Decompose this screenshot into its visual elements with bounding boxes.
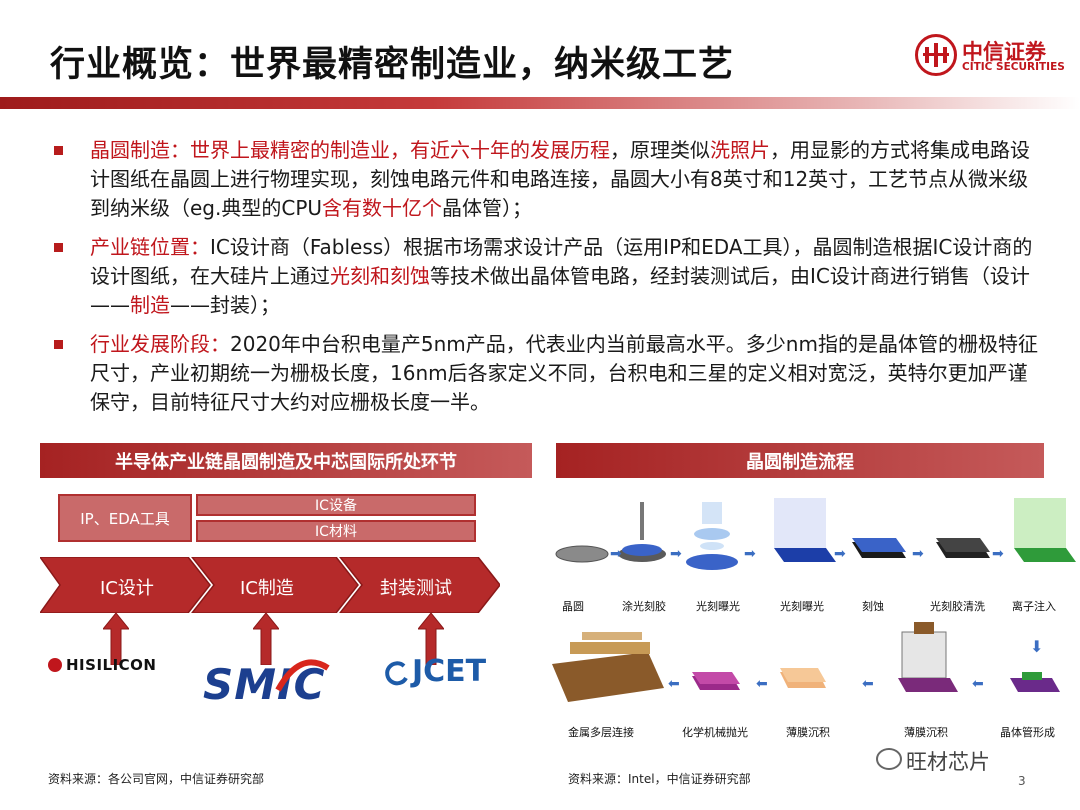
bullet-text: 制造 xyxy=(130,293,170,317)
chain-step-design: IC设计 xyxy=(100,578,154,599)
bullet-text: 2020年中台积电量产5nm产品，代表业内当前最高水平。多少nm指的是晶体管的栅… xyxy=(90,332,1038,414)
title-band xyxy=(0,97,1080,109)
step-label-ion-implant: 离子注入 xyxy=(1012,600,1056,613)
svg-text:⬇: ⬇ xyxy=(1030,637,1043,656)
svg-text:⬅: ⬅ xyxy=(756,676,768,692)
left-section-title: 半导体产业链晶圆制造及中芯国际所处环节 xyxy=(40,443,532,478)
bullet-text: 晶圆制造：世界上最精密的制造业，有近六十年的发展历程 xyxy=(90,138,610,162)
svg-text:⬅: ⬅ xyxy=(972,676,984,692)
bullet-text: 等技术做出晶体管电路，经封装测试后，由IC设计商进行销售（设计—— xyxy=(90,264,1030,317)
logo-text-cn: 中信证券 xyxy=(962,40,1046,64)
bullet-text: 光刻和刻蚀 xyxy=(330,264,430,288)
bullet-text: IC设计商（Fabless）根据市场需求设计产品（运用IP和EDA工具），晶圆制… xyxy=(90,235,1033,288)
bullet-square-icon xyxy=(54,243,63,252)
svg-text:➡: ➡ xyxy=(744,546,756,562)
bullet-list: 晶圆制造：世界上最精密的制造业，有近六十年的发展历程，原理类似洗照片，用显影的方… xyxy=(42,136,1042,427)
step-label-exposure-1: 光刻曝光 xyxy=(696,600,740,613)
page-number: 3 xyxy=(1018,774,1026,788)
step-label-metal-layers: 金属多层连接 xyxy=(568,726,634,739)
arrow-up-icon xyxy=(418,613,444,665)
watermark: 旺材芯片 xyxy=(906,750,990,774)
citic-logo-icon xyxy=(915,34,957,76)
step-label-etch: 刻蚀 xyxy=(862,600,884,613)
step-label-film-deposition-2: 薄膜沉积 xyxy=(904,726,948,739)
svg-text:⬅: ⬅ xyxy=(668,676,680,692)
bullet-square-icon xyxy=(54,340,63,349)
step-label-exposure-2: 光刻曝光 xyxy=(780,600,824,613)
bullet-text: ，用显影的方式将集成电路设计图纸在晶圆上进行物理实现，刻蚀电路元件和电路连接，晶… xyxy=(90,138,1030,220)
bullet-text: 产业链位置： xyxy=(90,235,210,259)
logo-text-en: CITIC SECURITIES xyxy=(962,61,1065,73)
chain-step-packaging: 封装测试 xyxy=(380,578,452,599)
bullet-text: 洗照片 xyxy=(710,138,770,162)
bullet-item: 产业链位置：IC设计商（Fabless）根据市场需求设计产品（运用IP和EDA工… xyxy=(42,233,1042,320)
smic-swoosh-icon xyxy=(275,659,330,692)
wafer-process-diagram: ➡ ➡ ➡ ➡ ➡ ➡ ⬇ ⬅ ⬅ ⬅ ⬅ xyxy=(552,498,1076,702)
bullet-text: 含有数十亿个 xyxy=(322,196,443,220)
jcet-logo: JCET xyxy=(412,654,487,689)
arrow-up-icon xyxy=(103,613,129,665)
hisilicon-logo: HISILICON xyxy=(66,656,157,674)
svg-text:➡: ➡ xyxy=(912,546,924,562)
ic-material-box: IC材料 xyxy=(196,520,476,542)
step-label-transistor: 晶体管形成 xyxy=(1000,726,1055,739)
bullet-text: ——封装）； xyxy=(170,293,280,317)
chain-step-manufacturing: IC制造 xyxy=(240,578,294,599)
bullet-item: 晶圆制造：世界上最精密的制造业，有近六十年的发展历程，原理类似洗照片，用显影的方… xyxy=(42,136,1042,223)
bullet-item: 行业发展阶段：2020年中台积电量产5nm产品，代表业内当前最高水平。多少nm指… xyxy=(42,330,1042,417)
step-label-wafer: 晶圆 xyxy=(562,600,584,613)
bullet-text: 行业发展阶段： xyxy=(90,332,230,356)
right-source-note: 资料来源：Intel，中信证券研究部 xyxy=(568,772,751,786)
svg-text:➡: ➡ xyxy=(992,546,1004,562)
step-label-cmp: 化学机械抛光 xyxy=(682,726,748,739)
hisilicon-logo-icon xyxy=(48,658,62,672)
jcet-logo-icon xyxy=(385,661,408,686)
wechat-icon xyxy=(876,748,902,770)
bullet-text: ，原理类似 xyxy=(610,138,710,162)
bullet-text: 晶体管）； xyxy=(442,196,533,220)
left-source-note: 资料来源：各公司官网，中信证券研究部 xyxy=(48,772,265,786)
bullet-square-icon xyxy=(54,146,63,155)
svg-text:➡: ➡ xyxy=(610,546,622,562)
right-section-title: 晶圆制造流程 xyxy=(556,443,1044,478)
svg-text:➡: ➡ xyxy=(670,546,682,562)
svg-text:➡: ➡ xyxy=(834,546,846,562)
ic-equipment-box: IC设备 xyxy=(196,494,476,516)
industry-chain-arrows xyxy=(40,557,500,613)
smic-logo: SMIC xyxy=(203,660,326,709)
step-label-resist-clean: 光刻胶清洗 xyxy=(930,600,985,613)
step-label-photoresist: 涂光刻胶 xyxy=(622,600,666,613)
page-title: 行业概览：世界最精密制造业，纳米级工艺 xyxy=(50,45,735,85)
step-label-film-deposition-1: 薄膜沉积 xyxy=(786,726,830,739)
arrow-up-icon xyxy=(253,613,279,665)
ip-eda-box: IP、EDA工具 xyxy=(58,494,192,542)
svg-text:⬅: ⬅ xyxy=(862,676,874,692)
